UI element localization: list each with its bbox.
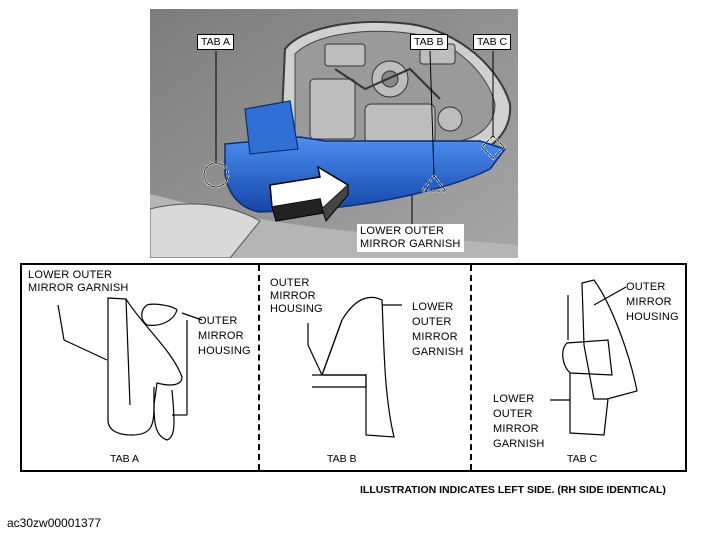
tab-b-housing-line1: OUTER [270, 277, 310, 289]
tab-b-drawing [307, 296, 402, 438]
tab-c-garnish-line1: LOWER [493, 393, 535, 405]
tab-c-drawing [550, 279, 638, 436]
mirror-drawing [150, 9, 518, 258]
tab-b-garnish-line4: GARNISH [412, 346, 464, 358]
side-note: ILLUSTRATION INDICATES LEFT SIDE. (RH SI… [360, 484, 666, 496]
garnish-callout: LOWER OUTER MIRROR GARNISH [357, 224, 464, 252]
mirror-illustration [150, 9, 518, 258]
tab-b-garnish-line1: LOWER [412, 301, 454, 313]
tab-c-housing-line1: OUTER [626, 281, 666, 293]
tab-detail-drawings [57, 279, 638, 441]
tab-c-garnish-line3: MIRROR [493, 423, 539, 435]
tab-detail-panel: LOWER OUTER MIRROR GARNISH OUTER MIRROR … [20, 263, 687, 472]
tab-c-garnish-line2: OUTER [493, 408, 533, 420]
tab-a-caption: TAB A [110, 453, 139, 465]
tab-c-housing-line3: HOUSING [626, 311, 679, 323]
tab-a-garnish-line1: LOWER OUTER [28, 269, 113, 281]
panel-divider-1 [258, 265, 260, 470]
tab-b-garnish-line3: MIRROR [412, 331, 458, 343]
tab-a-callout: TAB A [197, 34, 234, 50]
tab-b-callout: TAB B [410, 34, 448, 50]
tab-b-caption: TAB B [327, 453, 357, 465]
panel-divider-2 [470, 265, 472, 470]
figure-code: ac30zw00001377 [7, 516, 102, 530]
tab-a-housing-line2: MIRROR [198, 330, 244, 342]
tab-c-callout: TAB C [473, 34, 512, 50]
tab-a-drawing [57, 297, 203, 441]
tab-a-garnish-line2: MIRROR GARNISH [28, 282, 129, 294]
tab-b-housing-line2: MIRROR [270, 290, 316, 302]
tab-c-housing-line2: MIRROR [626, 296, 672, 308]
tab-a-housing-line3: HOUSING [198, 345, 251, 357]
tab-a-housing-line1: OUTER [198, 315, 238, 327]
removal-arrow [269, 165, 350, 223]
garnish-callout-line1: LOWER OUTER [360, 225, 445, 237]
tab-c-caption: TAB C [567, 453, 598, 465]
tab-c-garnish-line4: GARNISH [493, 438, 545, 450]
tab-b-garnish-line2: OUTER [412, 316, 452, 328]
tab-b-housing-line3: HOUSING [270, 303, 323, 315]
garnish-callout-line2: MIRROR GARNISH [360, 238, 461, 250]
